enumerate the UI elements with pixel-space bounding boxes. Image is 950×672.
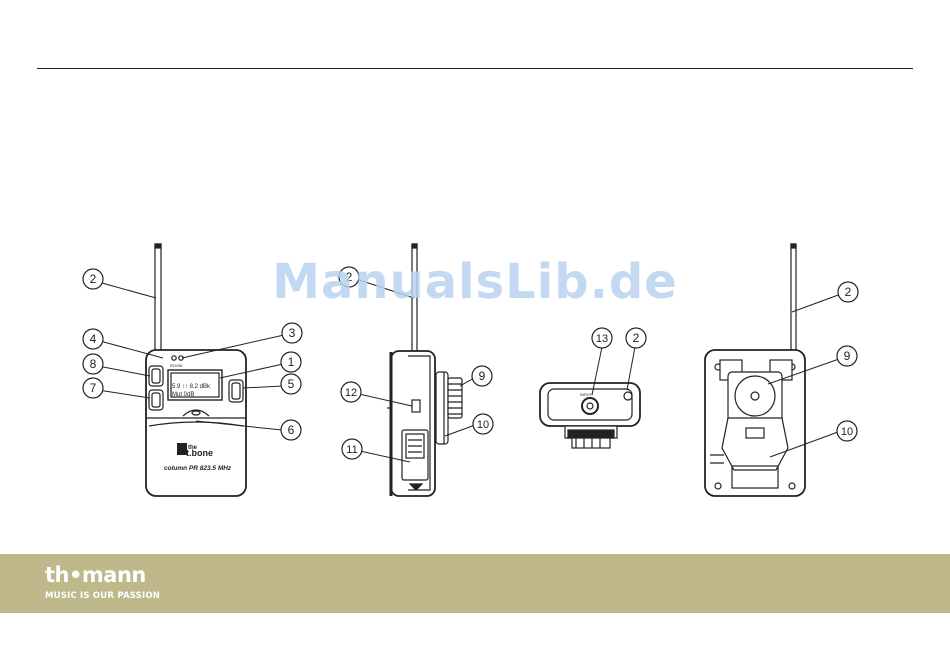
back-view: [705, 244, 805, 496]
front-room-label: ROOM: [170, 363, 182, 368]
callout-number: 7: [90, 381, 97, 395]
footer-bar: th•mann MUSIC IS OUR PASSION: [0, 554, 950, 613]
callout-number: 12: [345, 387, 357, 399]
front-model-label: column PR 823.5 MHz: [164, 465, 232, 472]
front-screen-line2: Mut 0dB: [172, 392, 194, 398]
callout-number: 1: [288, 355, 295, 369]
callout-number: 8: [90, 357, 97, 371]
callout-number: 13: [596, 333, 608, 345]
callout-number: 2: [845, 285, 852, 299]
callout-number: 9: [479, 369, 486, 383]
front-screen-line1: 5.9 ↑↑ 8.2 dBk: [172, 384, 211, 390]
callout-number: 2: [633, 331, 640, 345]
callout-number: 9: [844, 349, 851, 363]
top-input-label: INPUT: [580, 392, 593, 397]
front-view: ROOM 5.9 ↑↑ 8.2 dBk Mut 0dB the t.bone c…: [146, 244, 246, 496]
callout-number: 5: [288, 377, 295, 391]
callout-number: 4: [90, 332, 97, 346]
callout-number: 3: [289, 326, 296, 340]
callout-number: 6: [288, 423, 295, 437]
front-logo-tbone: t.bone: [186, 448, 213, 458]
callout-number: 11: [346, 444, 357, 456]
callout-number: 10: [477, 419, 489, 431]
brand-logo: th•mann: [45, 564, 146, 586]
brand-slogan: MUSIC IS OUR PASSION: [45, 591, 160, 601]
top-view: INPUT: [540, 383, 640, 448]
side-view: [387, 244, 462, 496]
callout-number: 10: [841, 426, 853, 438]
callout-number: 2: [346, 270, 353, 284]
callout-number: 2: [90, 272, 97, 286]
